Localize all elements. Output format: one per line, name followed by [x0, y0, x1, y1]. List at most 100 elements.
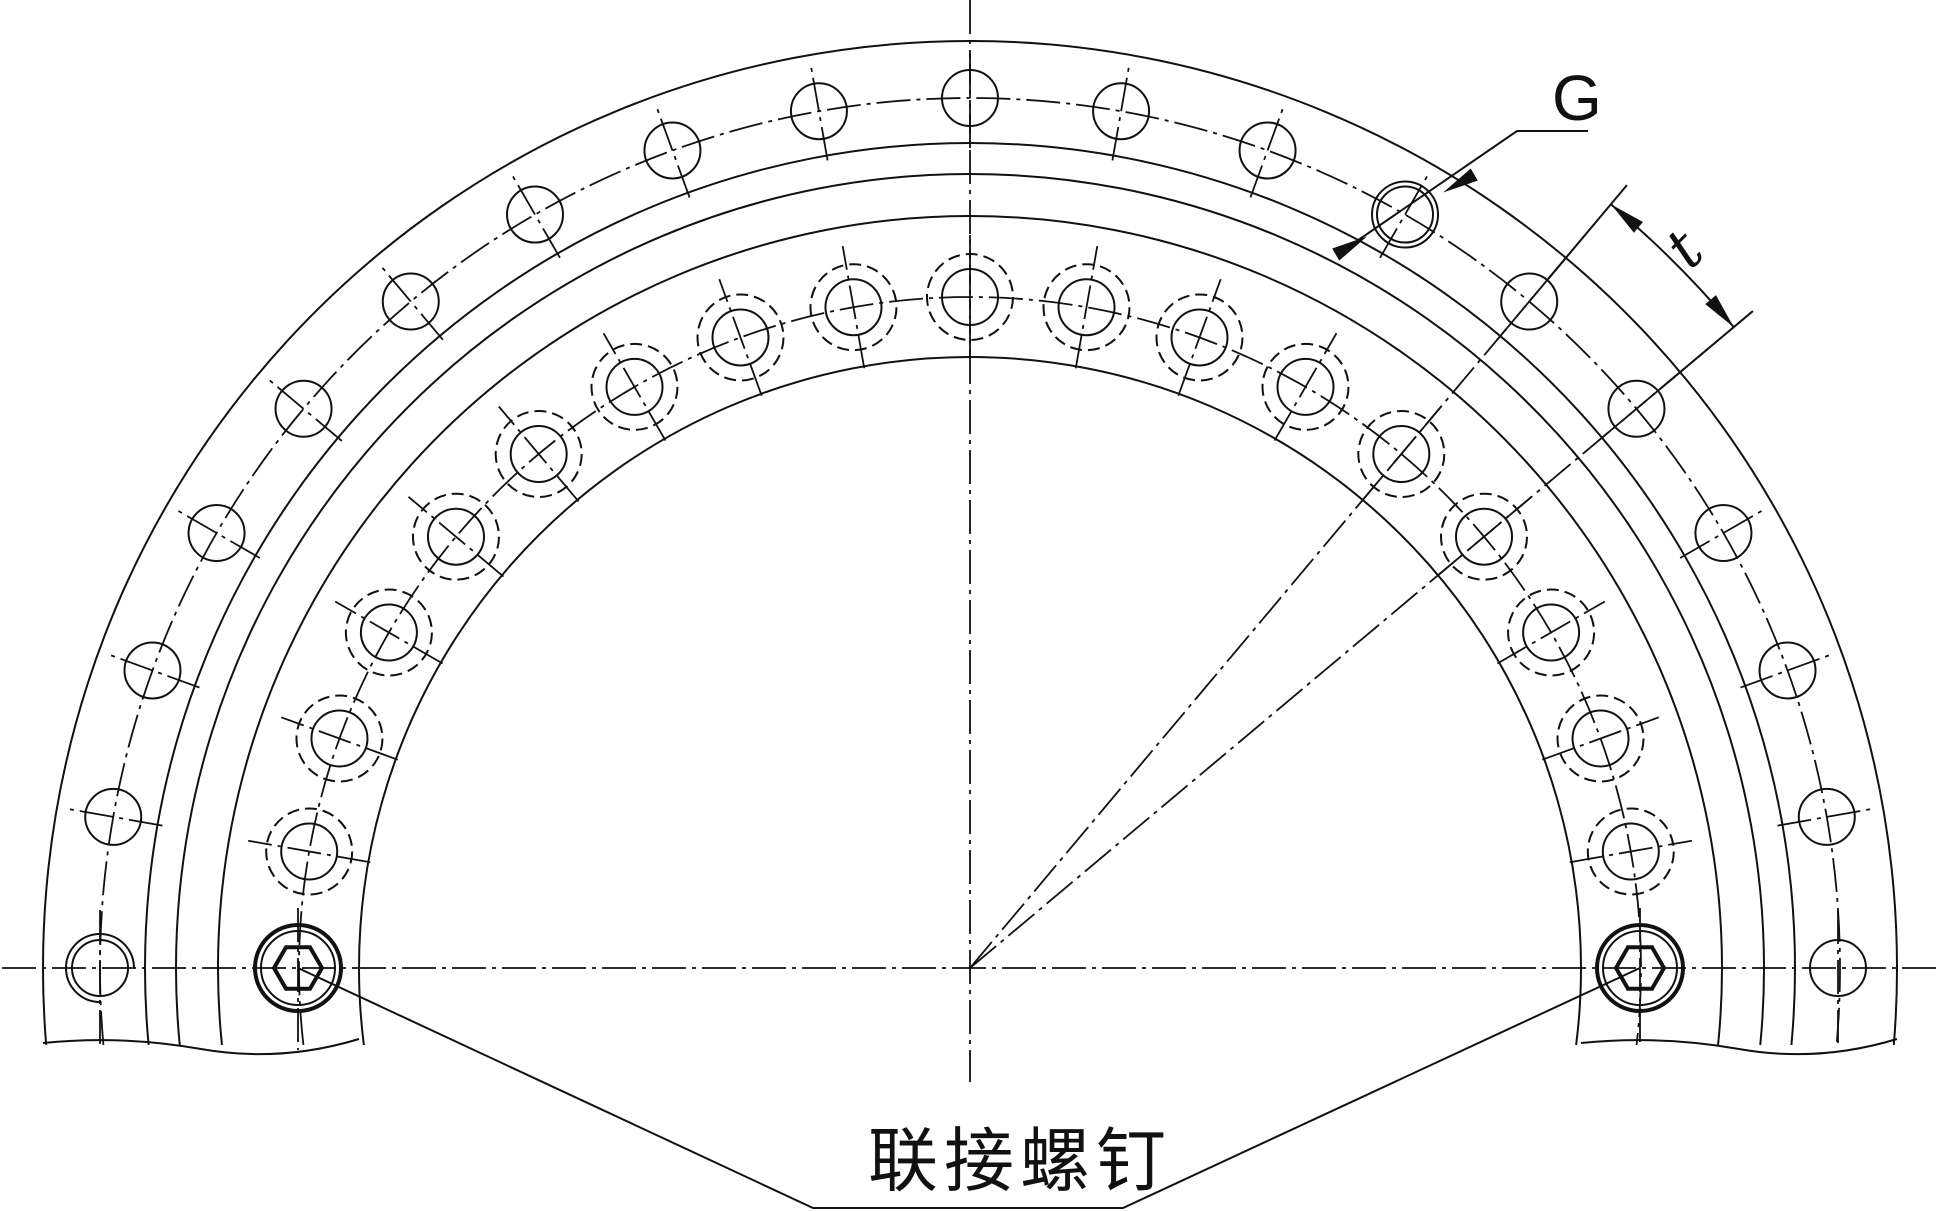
hole-radial-centerline [377, 262, 444, 341]
inner-hole [359, 603, 418, 662]
outer-hole [187, 504, 246, 562]
hole-radial-centerline [602, 332, 667, 442]
inner-counterbore [1155, 293, 1244, 382]
left-hex-socket-icon [271, 945, 325, 991]
inner-hole [1455, 507, 1514, 566]
inner-hole [426, 507, 485, 566]
outer-hole [1694, 504, 1753, 562]
right-break-line [1580, 1038, 1898, 1056]
g-leader-line [1343, 130, 1588, 251]
hole-radial-centerline [105, 652, 200, 689]
inner-hole [1571, 709, 1630, 768]
t-arrow-bottom-icon [1705, 295, 1734, 328]
outer-edge-arc [42, 40, 1899, 1046]
t-extension-line [1547, 184, 1628, 280]
dimensions [297, 130, 1754, 1209]
inner-counterbore [494, 409, 583, 498]
outer-hole [1607, 379, 1666, 438]
outer-bolt-circle [99, 97, 1841, 1046]
inner-hole [605, 357, 664, 416]
connecting-screw-label: 联接螺钉 [868, 1120, 1172, 1202]
t-extension-line [1658, 310, 1754, 391]
outer-hole [1092, 82, 1151, 141]
hole-radial-centerline [841, 245, 866, 369]
inner-counterbore [696, 293, 785, 382]
inner-hole [1057, 278, 1116, 337]
inner-counterbore [344, 588, 433, 677]
ring-arc [175, 173, 1765, 1046]
radial-reference-line [969, 234, 1586, 969]
inner-hole [1170, 308, 1229, 367]
hole-radial-centerline [1679, 507, 1768, 559]
inner-hole [711, 308, 770, 367]
inner-counterbore [1507, 588, 1596, 677]
ring-arc [217, 215, 1723, 1046]
inner-counterbore [1261, 342, 1350, 431]
hole-radial-centerline [718, 278, 763, 397]
hole-radial-centerline [1273, 332, 1338, 442]
hole-radial-centerline [654, 103, 691, 198]
hole-radial-centerline [407, 496, 505, 578]
inner-counterbore [1440, 492, 1529, 581]
centerlines [2, 0, 1937, 1082]
hole-radial-centerline [1111, 61, 1131, 161]
inner-counterbore [1357, 409, 1446, 498]
outer-hole [84, 787, 143, 846]
outer-hole [1797, 787, 1856, 846]
outer-hole [789, 82, 848, 141]
hole-radial-centerline [1177, 278, 1222, 397]
hole-radial-centerline [809, 61, 829, 161]
inner-hole [1276, 357, 1335, 416]
inner-hole [280, 822, 339, 881]
radial-reference-line [969, 352, 1704, 969]
hole-radial-centerline [172, 507, 261, 559]
inner-counterbore [265, 807, 354, 896]
hole-radial-centerline [498, 405, 580, 503]
inner-hole [1372, 424, 1431, 483]
hole-radial-centerline [1249, 103, 1286, 198]
hole-radial-centerline [1569, 839, 1693, 864]
outer-hole [381, 272, 440, 331]
hole-radial-centerline [1740, 652, 1835, 689]
t-arrow-top-icon [1610, 204, 1643, 233]
hole-radial-centerline [509, 170, 561, 259]
outer-hole [1500, 272, 1559, 331]
outer-hole [274, 379, 333, 438]
outer-hole [1758, 641, 1817, 700]
inner-counterbore [1586, 807, 1675, 896]
outer-hole [1238, 121, 1297, 180]
hole-radial-centerline [1074, 245, 1099, 369]
inner-counterbore [1042, 263, 1131, 352]
outer-hole [123, 641, 182, 700]
outer-hole [506, 185, 564, 244]
outer-hole [1376, 185, 1434, 244]
g-hole-outer-ring [1371, 180, 1439, 249]
inner-counterbore [411, 492, 500, 581]
outer-mounting-holes [63, 48, 1877, 1047]
label-g: G [1552, 62, 1602, 134]
hole-radial-centerline [247, 839, 371, 864]
left-break-line [42, 1038, 360, 1056]
hole-radial-centerline [1777, 807, 1877, 827]
hole-radial-centerline [1541, 716, 1660, 761]
inner-hole [824, 278, 883, 337]
inner-counterbore [1556, 694, 1645, 783]
hole-radial-centerline [1379, 170, 1431, 259]
hole-radial-centerline [264, 375, 343, 442]
left-end-hole-thread [65, 933, 135, 1003]
inner-hole [1601, 822, 1660, 881]
screw-leader-lines [297, 967, 1641, 1209]
g-arrow-top-icon [1443, 168, 1478, 193]
hole-radial-centerline [280, 716, 399, 761]
inner-hole [1522, 603, 1581, 662]
outer-hole [643, 121, 702, 180]
right-hex-socket-icon [1613, 945, 1667, 991]
hole-radial-centerline [1496, 600, 1606, 665]
g-arrow-bottom-icon [1332, 236, 1367, 261]
inner-counterbored-holes [247, 235, 1693, 896]
connecting-screws [253, 908, 1685, 1050]
inner-hole [310, 709, 369, 768]
inner-hole [509, 424, 568, 483]
inner-counterbore [590, 342, 679, 431]
